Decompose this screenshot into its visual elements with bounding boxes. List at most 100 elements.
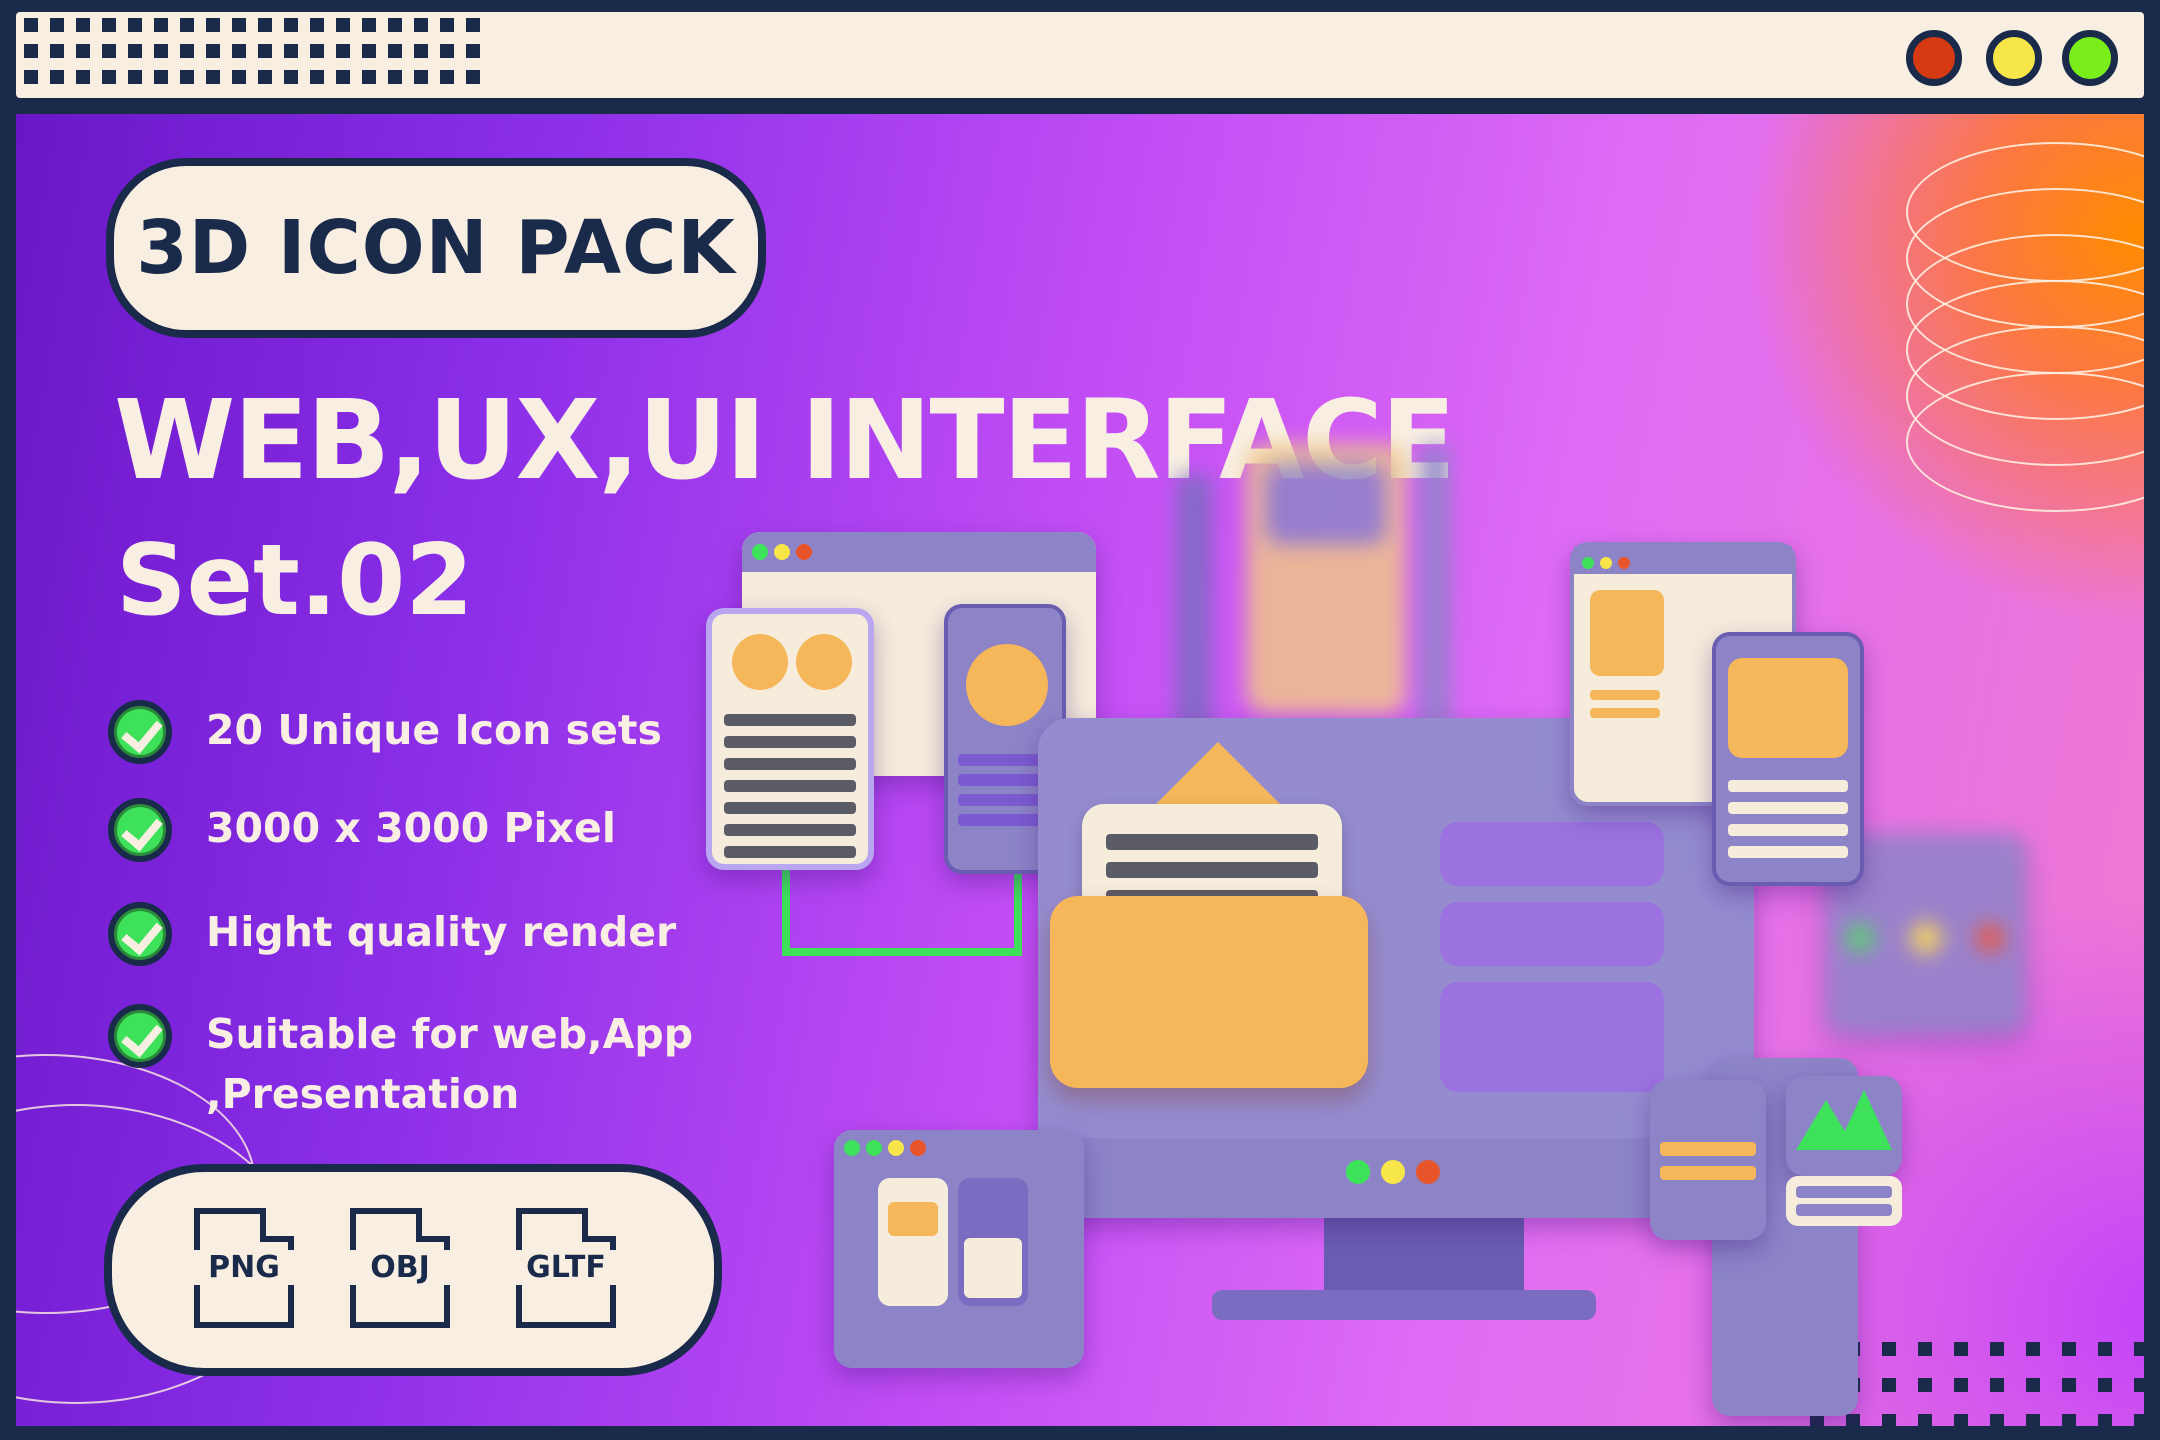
dot (180, 18, 194, 32)
dot (440, 44, 454, 58)
feature-item: Hight quality render (108, 902, 676, 966)
headline: WEB,UX,UI INTERFACE (114, 376, 1456, 504)
dot (310, 44, 324, 58)
dot (362, 44, 376, 58)
blurred-pencil-illustration (1176, 474, 1212, 734)
dot (1954, 1342, 1968, 1356)
dot (258, 18, 272, 32)
format-label: GLTF (512, 1250, 620, 1285)
layout-window-illustration (1570, 542, 1796, 806)
connector-line (782, 856, 1022, 956)
dot (50, 18, 64, 32)
maximize-button[interactable] (2062, 30, 2118, 86)
dot (1990, 1342, 2004, 1356)
dot (154, 70, 168, 84)
dot (76, 44, 90, 58)
dot (1990, 1378, 2004, 1392)
dot (128, 44, 142, 58)
dot (1882, 1342, 1896, 1356)
blurred-phone-illustration (1246, 444, 1406, 714)
feature-text-line1: Suitable for web,App (206, 1010, 694, 1058)
monitor-base (1212, 1290, 1596, 1320)
dot (336, 18, 350, 32)
dot (180, 44, 194, 58)
feature-item: 3000 x 3000 Pixel (108, 798, 616, 862)
dot (1918, 1378, 1932, 1392)
dot (206, 70, 220, 84)
dot (24, 70, 38, 84)
dot (206, 44, 220, 58)
dot (2026, 1342, 2040, 1356)
set-number: Set.02 (116, 524, 474, 638)
dot (388, 18, 402, 32)
dot (2026, 1378, 2040, 1392)
feature-text: Hight quality render (206, 908, 677, 956)
dot (76, 70, 90, 84)
format-label: OBJ (346, 1250, 454, 1285)
dot (466, 70, 480, 84)
dot (2134, 1342, 2144, 1356)
dot (310, 70, 324, 84)
pack-badge-label: 3D ICON PACK (136, 205, 736, 291)
file-formats: PNG OBJ GLTF (104, 1164, 722, 1376)
dot (362, 18, 376, 32)
dot (232, 44, 246, 58)
feature-text-line2: ,Presentation (206, 1070, 520, 1118)
dot (128, 18, 142, 32)
dot (1810, 1414, 1824, 1426)
dot (388, 44, 402, 58)
decorative-dot-grid (1810, 1342, 2144, 1426)
dot (284, 18, 298, 32)
dot (1954, 1414, 1968, 1426)
dot (466, 18, 480, 32)
dot (284, 44, 298, 58)
dot (414, 70, 428, 84)
dot (102, 70, 116, 84)
dot (24, 44, 38, 58)
dot (440, 70, 454, 84)
card-window-illustration (1712, 632, 1864, 886)
dot (206, 18, 220, 32)
dot (1882, 1414, 1896, 1426)
dot (2062, 1414, 2076, 1426)
feature-text: 3000 x 3000 Pixel (206, 804, 616, 852)
list-card-illustration (1650, 1080, 1766, 1240)
dot (440, 18, 454, 32)
dot (388, 70, 402, 84)
dot (2098, 1414, 2112, 1426)
check-icon (108, 902, 172, 966)
dot (2062, 1342, 2076, 1356)
illustration-web-interface (16, 114, 2144, 1426)
feature-item: Suitable for web,App ,Presentation (108, 1004, 693, 1124)
window-top-bar (16, 12, 2144, 98)
dot (232, 70, 246, 84)
dot (2134, 1378, 2144, 1392)
dot (2134, 1414, 2144, 1426)
dot (1918, 1342, 1932, 1356)
dot (1918, 1414, 1932, 1426)
obj-file-icon: OBJ (346, 1208, 454, 1328)
close-button[interactable] (1906, 30, 1962, 86)
dot (154, 18, 168, 32)
minimize-button[interactable] (1986, 30, 2042, 86)
promo-canvas: 3D ICON PACK WEB,UX,UI INTERFACE Set.02 … (16, 114, 2144, 1426)
dot (466, 44, 480, 58)
dot (180, 70, 194, 84)
decorative-dot-grid (24, 18, 480, 84)
mobile-card-left (706, 608, 874, 870)
format-label: PNG (190, 1250, 298, 1285)
caption-card-illustration (1786, 1176, 1902, 1226)
feature-text: Suitable for web,App ,Presentation (206, 1004, 693, 1124)
dot (310, 18, 324, 32)
image-card-illustration (1786, 1076, 1902, 1176)
check-icon (108, 798, 172, 862)
mail-window-illustration (834, 1130, 1084, 1368)
envelope-flap (1154, 742, 1282, 806)
feature-text: 20 Unique Icon sets (206, 706, 662, 754)
dot (1954, 1378, 1968, 1392)
blurred-ruler-illustration (1420, 444, 1450, 744)
dot (362, 70, 376, 84)
dot (258, 44, 272, 58)
dot (232, 18, 246, 32)
dot (414, 18, 428, 32)
